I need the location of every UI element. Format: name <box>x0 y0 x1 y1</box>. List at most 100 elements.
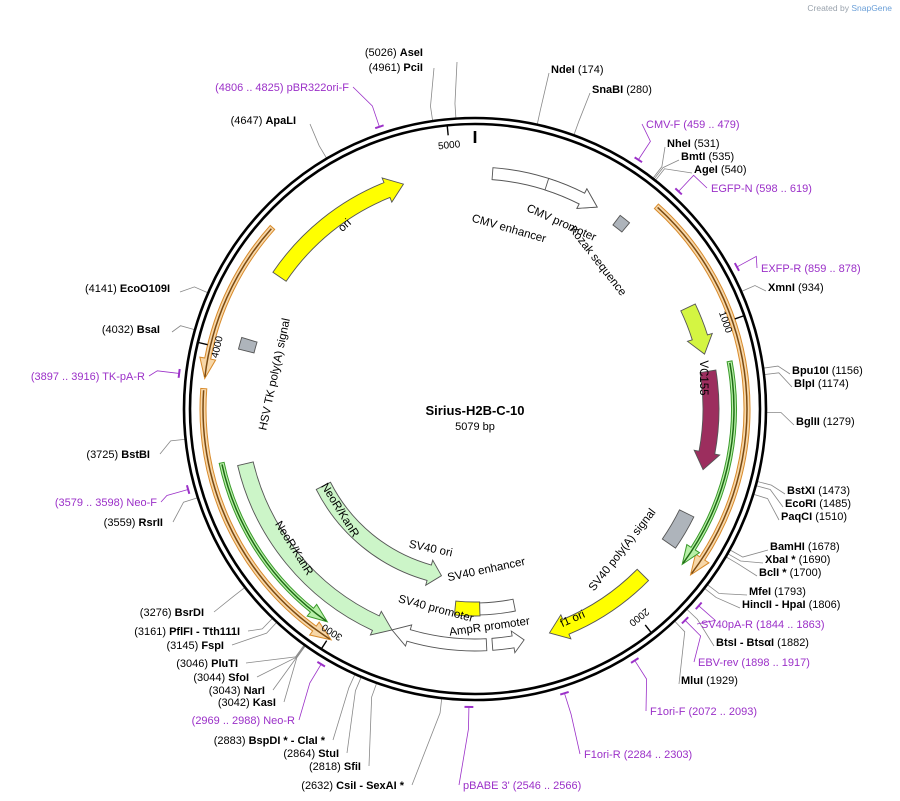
ruler-tick-1000 <box>734 314 745 320</box>
credit-brand: SnapGene <box>851 3 892 13</box>
enzyme-leader-mlui <box>674 621 686 685</box>
primer-label-egfp-n: EGFP-N (598 .. 619) <box>711 183 812 195</box>
enzyme-label-csii-sexai: (2632) CsiI - SexAI * <box>301 780 404 792</box>
primer-label-f1ori-r: F1ori-R (2284 .. 2303) <box>584 749 692 761</box>
primer-leader-egfp-n <box>678 174 708 192</box>
orf-right-orf <box>653 203 751 577</box>
enzyme-leader-paqci <box>754 494 780 521</box>
plasmid-name: Sirius-H2B-C-10 <box>426 403 525 418</box>
hsv-tk-pa-feature <box>237 336 258 354</box>
enzyme-leader-fspi <box>231 622 277 646</box>
enzyme-leader-bamhi <box>730 549 769 558</box>
primer-mark-exfp-r <box>733 262 740 272</box>
enzyme-leader-bstbi <box>159 438 185 455</box>
enzyme-label-agei: AgeI (540) <box>694 164 747 176</box>
primer-mark-sv40pa-r <box>695 601 703 610</box>
enzyme-label-bcli: BclI * (1700) <box>759 567 821 579</box>
hsv-tk-pa-label: HSV TK poly(A) signal <box>257 317 292 431</box>
primer-leader-sv40pa-r <box>696 605 717 625</box>
primer-label-ebv-rev: EBV-rev (1898 .. 1917) <box>698 657 810 669</box>
enzyme-leader-ecori <box>756 485 784 508</box>
neor-outer-feature <box>237 461 393 636</box>
backbone-layer <box>182 116 768 702</box>
primer-leader-tk-pa-r <box>148 370 180 377</box>
primer-leader-f1ori-f <box>634 660 647 712</box>
enzyme-label-bpu10i: Bpu10I (1156) <box>792 365 863 377</box>
primer-label-neo-f: (3579 .. 3598) Neo-F <box>55 497 157 509</box>
enzyme-label-sfoi: (3044) SfoI <box>193 672 249 684</box>
snapgene-credit: Created by SnapGene <box>807 3 892 13</box>
gorf-left-orf <box>218 461 329 623</box>
enzyme-label-btsi-bts-i: BtsI - BtsαI (1882) <box>716 637 809 649</box>
vc155-label: VC155 <box>697 360 709 395</box>
enzyme-label-paqci: PaqCI (1510) <box>781 511 847 523</box>
enzyme-label-bamhi: BamHI (1678) <box>770 541 840 553</box>
primer-leader-cmv-f <box>638 123 651 160</box>
enzyme-label-pluti: (3046) PluTI <box>176 658 238 670</box>
enzyme-leader-xbai <box>728 553 764 564</box>
sv40-enhancer-feature <box>479 598 516 616</box>
primer-label-sv40pa-r: SV40pA-R (1844 .. 1863) <box>701 619 825 631</box>
primer-mark-ebv-rev <box>681 616 689 625</box>
enzyme-label-ecoo109i: (4141) EcoO109I <box>85 283 170 295</box>
primer-leader-pbr322ori-f <box>352 86 380 127</box>
sv40-ori-feature <box>453 600 481 617</box>
ruler-label-3000: 3000 <box>320 621 345 642</box>
backbone-outer-ring <box>182 116 768 702</box>
enzyme-label-bstbi: (3725) BstBI <box>86 449 150 461</box>
enzyme-label-mfei: MfeI (1793) <box>749 586 806 598</box>
enzyme-leader-bmti <box>654 159 680 179</box>
enzyme-leader-kasi <box>283 646 306 703</box>
cmv-promoter-feature <box>544 177 598 209</box>
enzyme-label-stui: (2864) StuI <box>283 748 339 760</box>
enzyme-leader-stui <box>346 677 362 754</box>
enzyme-label-bspdi-clai: (2883) BspDI * - ClaI * <box>214 735 326 747</box>
primer-label-pbabe-3: pBABE 3' (2546 .. 2566) <box>463 780 581 792</box>
primer-mark-cmv-f <box>634 156 643 164</box>
enzyme-leader-ndei <box>536 72 550 124</box>
enzyme-label-bglii: BglII (1279) <box>796 416 855 428</box>
enzyme-label-asei: (5026) AseI <box>365 47 423 59</box>
sv40-ori-label: SV40 ori <box>408 539 454 560</box>
primer-leader-neo-f <box>160 489 189 503</box>
enzyme-leader-sfii <box>368 683 377 767</box>
enzyme-leader-rsrii <box>172 497 198 523</box>
ruler-tick-3000 <box>320 640 328 650</box>
h2b-feature <box>693 369 721 471</box>
enzyme-label-bsrdi: (3276) BsrDI <box>140 607 204 619</box>
vc155-feature <box>680 303 714 355</box>
enzyme-label-xmni: XmnI (934) <box>768 282 824 294</box>
enzyme-label-kasi: (3042) KasI <box>218 697 276 709</box>
enzyme-label-pflfi-tth111i: (3161) PflFI - Tth111I <box>134 626 240 638</box>
sv40-enhancer-label: SV40 enhancer <box>446 556 526 584</box>
enzyme-leader-pflfi-tth111i <box>247 618 273 632</box>
plasmid-length: 5079 bp <box>455 421 495 433</box>
credit-prefix: Created by <box>807 3 849 13</box>
enzyme-leader-bpu10i <box>764 365 791 375</box>
enzyme-label-blpi: BlpI (1174) <box>794 378 849 390</box>
enzyme-leader-blpi <box>764 372 793 388</box>
enzyme-leader-bcli <box>726 556 758 577</box>
enzyme-leader-bstxi <box>757 481 786 495</box>
primer-label-f1ori-f: F1ori-F (2072 .. 2093) <box>650 706 757 718</box>
enzyme-leader-nhei <box>652 146 666 179</box>
kozak-feature <box>612 214 631 233</box>
primer-label-cmv-f: CMV-F (459 .. 479) <box>646 119 740 131</box>
sv40pa-feature <box>661 509 695 549</box>
enzyme-leader-agei <box>655 168 693 181</box>
enzyme-leader-bsrdi <box>213 587 245 613</box>
enzyme-label-bmti: BmtI (535) <box>681 151 734 163</box>
primer-mark-f1ori-r <box>559 690 569 696</box>
enzyme-leader-bspdi-clai <box>332 674 355 741</box>
gorf-right-orf <box>681 360 737 566</box>
primer-label-exfp-r: EXFP-R (859 .. 878) <box>761 263 861 275</box>
sv40-promoter-feature <box>391 624 488 652</box>
enzyme-label-ndei: NdeI (174) <box>551 64 604 76</box>
enzyme-leader-sfoi <box>256 645 305 678</box>
enzyme-leader-snabi <box>573 92 591 135</box>
leader-line-layer <box>148 61 795 786</box>
ruler-label-2000: 2000 <box>626 606 651 629</box>
backbone-inner-ring <box>188 122 762 696</box>
enzyme-leader-hincii-hpai <box>704 588 741 609</box>
